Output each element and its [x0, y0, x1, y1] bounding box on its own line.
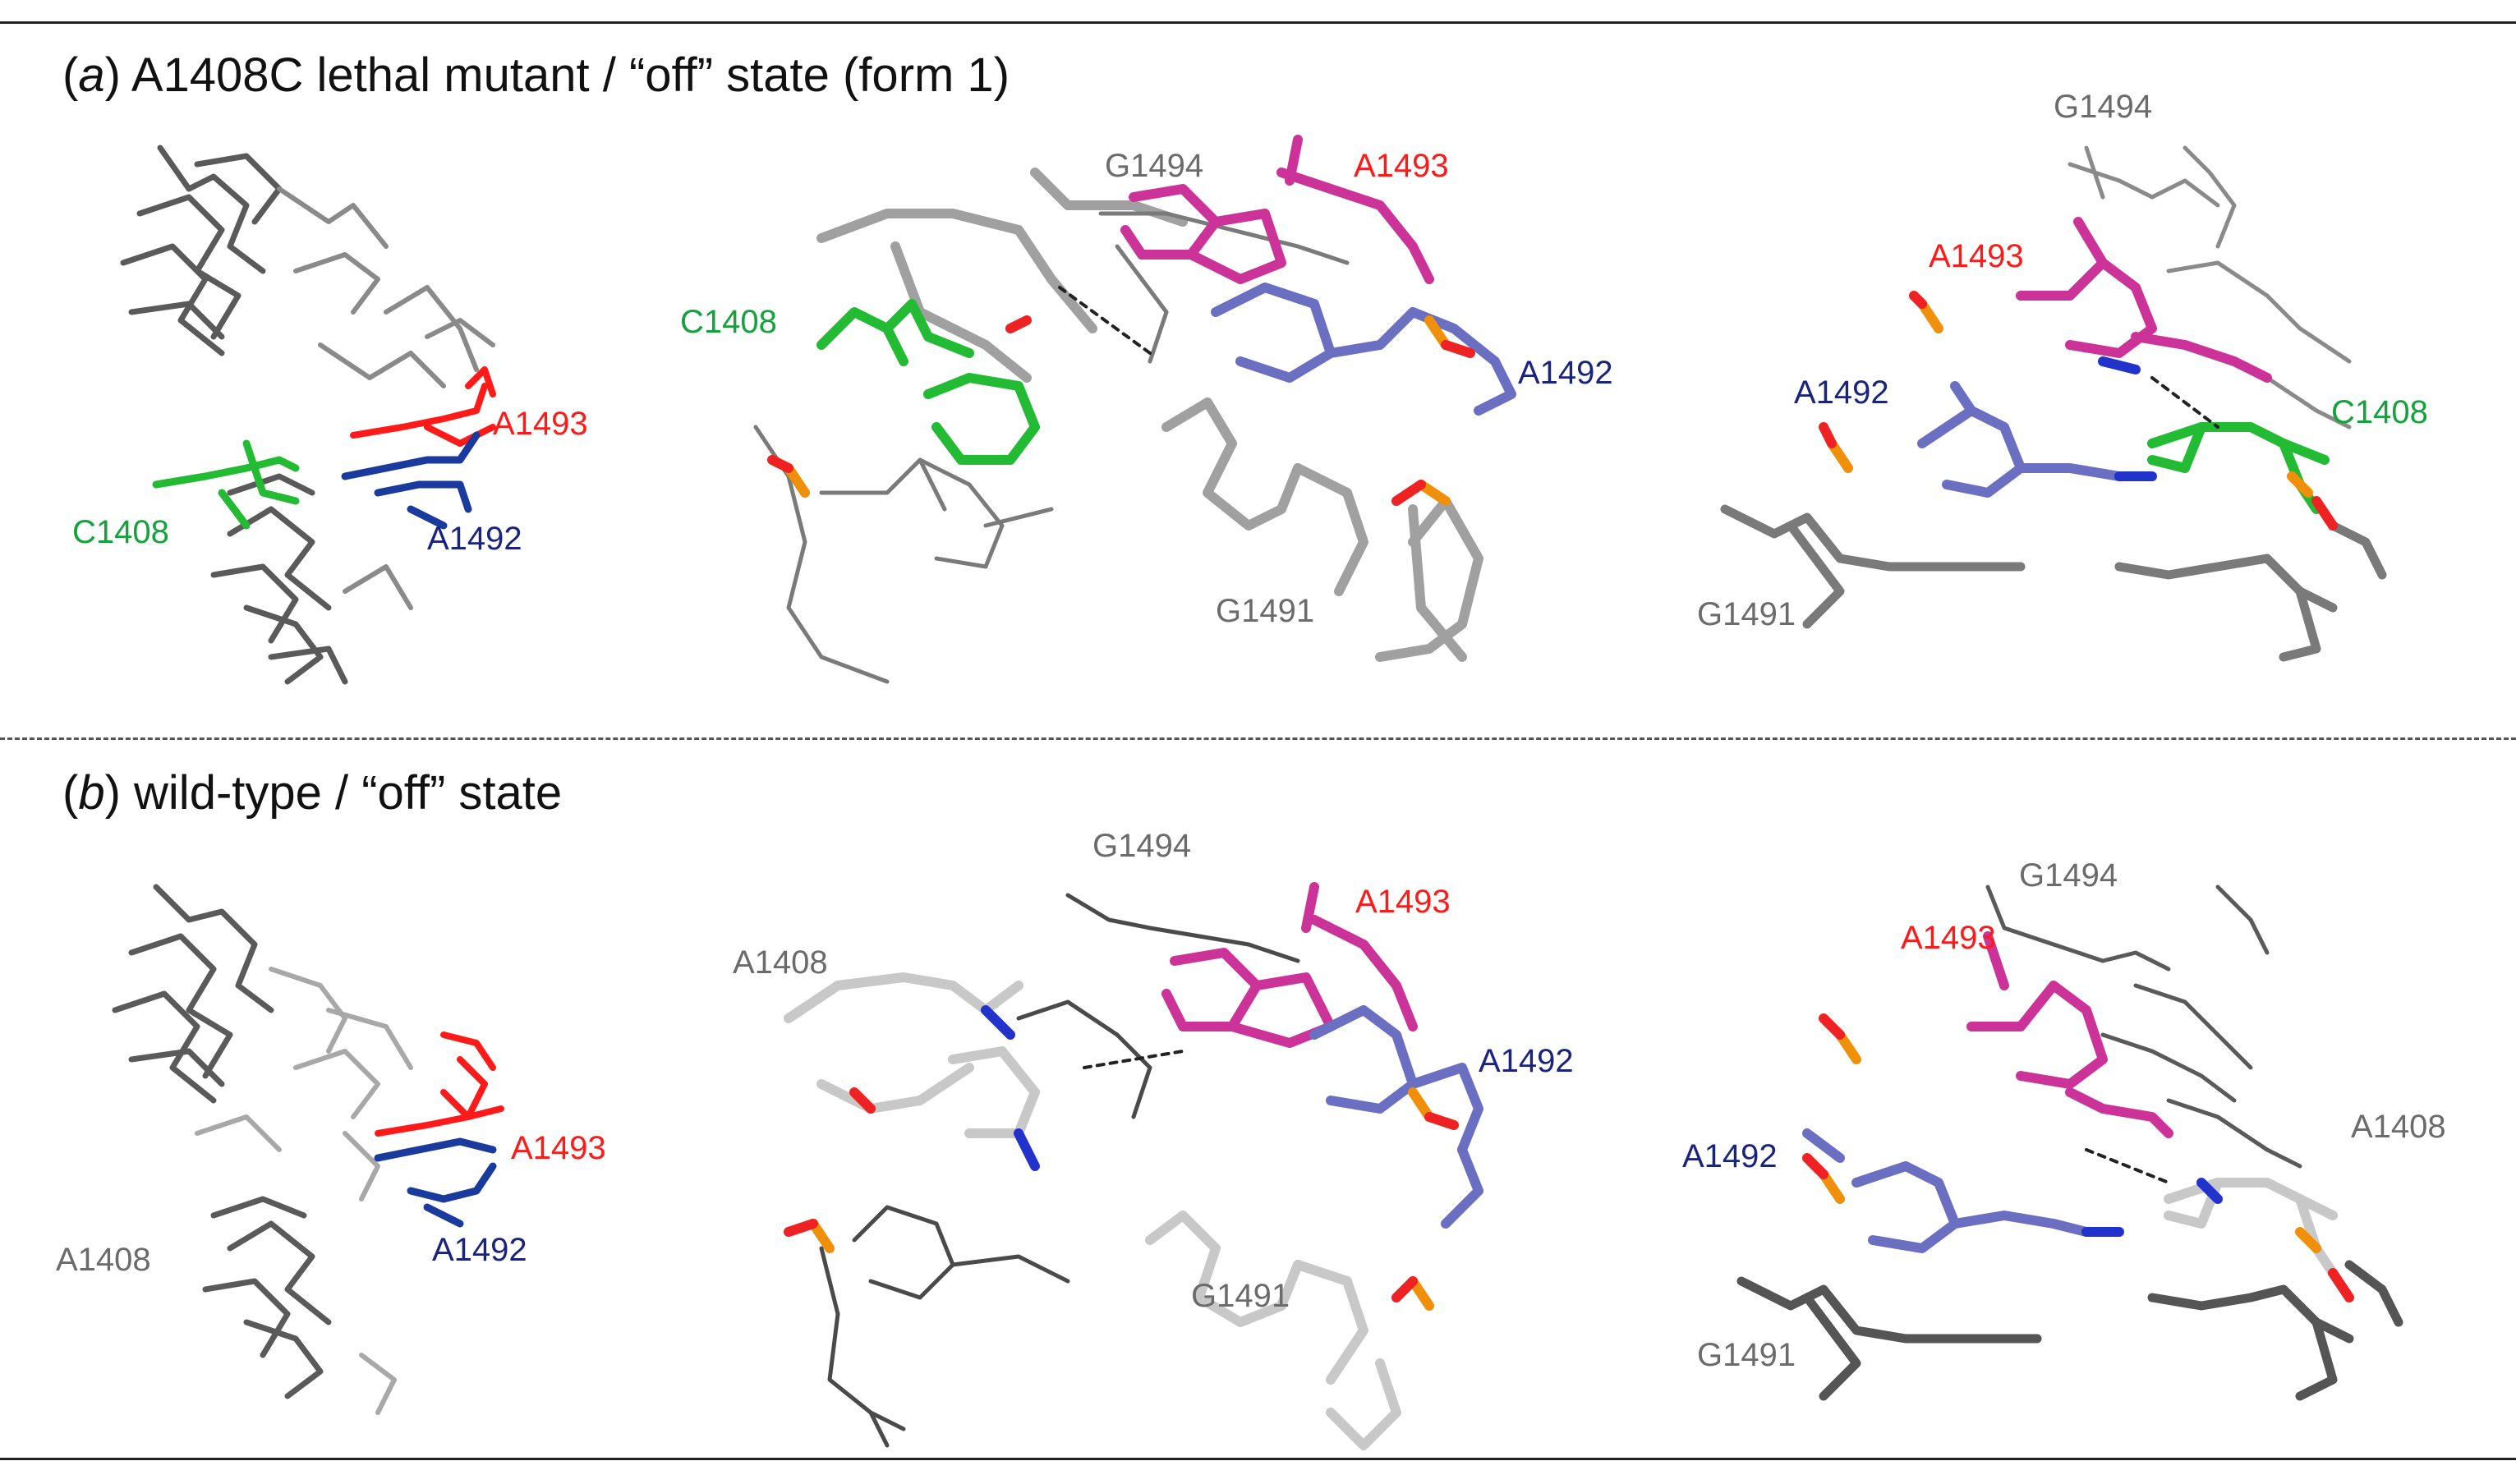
- label-a3-c1408: C1408: [2331, 394, 2428, 430]
- panel-a-title: (a) A1408C lethal mutant / “off” state (…: [62, 48, 1010, 102]
- label-a2-c1408: C1408: [680, 304, 777, 340]
- label-b3-a1492: A1492: [1682, 1138, 1778, 1174]
- label-a1-c1408: C1408: [72, 514, 169, 550]
- label-a2-g1491: G1491: [1216, 593, 1315, 629]
- label-b1-a1492: A1492: [432, 1232, 527, 1268]
- label-b1-a1408: A1408: [56, 1242, 151, 1278]
- panel-b-title-text: wild-type / “off” state: [134, 766, 563, 820]
- label-a3-g1491: G1491: [1697, 596, 1796, 632]
- bottom-rule: [0, 1458, 2516, 1460]
- panel-b-title: (b) wild-type / “off” state: [62, 766, 563, 820]
- label-b2-a1492: A1492: [1479, 1043, 1574, 1079]
- panel-a-letter: a: [78, 48, 105, 102]
- top-rule: [0, 21, 2516, 24]
- panel-b-letter: b: [78, 766, 105, 820]
- label-b1-a1493: A1493: [511, 1130, 606, 1166]
- label-a2-a1493: A1493: [1354, 148, 1449, 184]
- label-b2-g1491: G1491: [1191, 1278, 1290, 1314]
- label-a2-g1494: G1494: [1105, 148, 1204, 184]
- label-a2-a1492: A1492: [1518, 355, 1613, 391]
- label-b3-g1491: G1491: [1697, 1337, 1796, 1373]
- panel-divider: [0, 737, 2516, 740]
- panel-a-title-text: A1408C lethal mutant / “off” state (form…: [131, 48, 1010, 102]
- label-a3-a1492: A1492: [1794, 374, 1889, 411]
- label-b3-a1408: A1408: [2351, 1109, 2446, 1145]
- label-b3-a1493: A1493: [1901, 920, 1996, 956]
- label-a1-a1492: A1492: [427, 521, 522, 557]
- label-a1-a1493: A1493: [493, 406, 588, 442]
- label-b3-g1494: G1494: [2019, 857, 2118, 894]
- label-a3-g1494: G1494: [2054, 89, 2153, 125]
- label-b2-a1493: A1493: [1355, 884, 1451, 920]
- label-b2-a1408: A1408: [733, 944, 828, 981]
- label-a3-a1493: A1493: [1929, 238, 2024, 274]
- label-b2-g1494: G1494: [1092, 828, 1192, 864]
